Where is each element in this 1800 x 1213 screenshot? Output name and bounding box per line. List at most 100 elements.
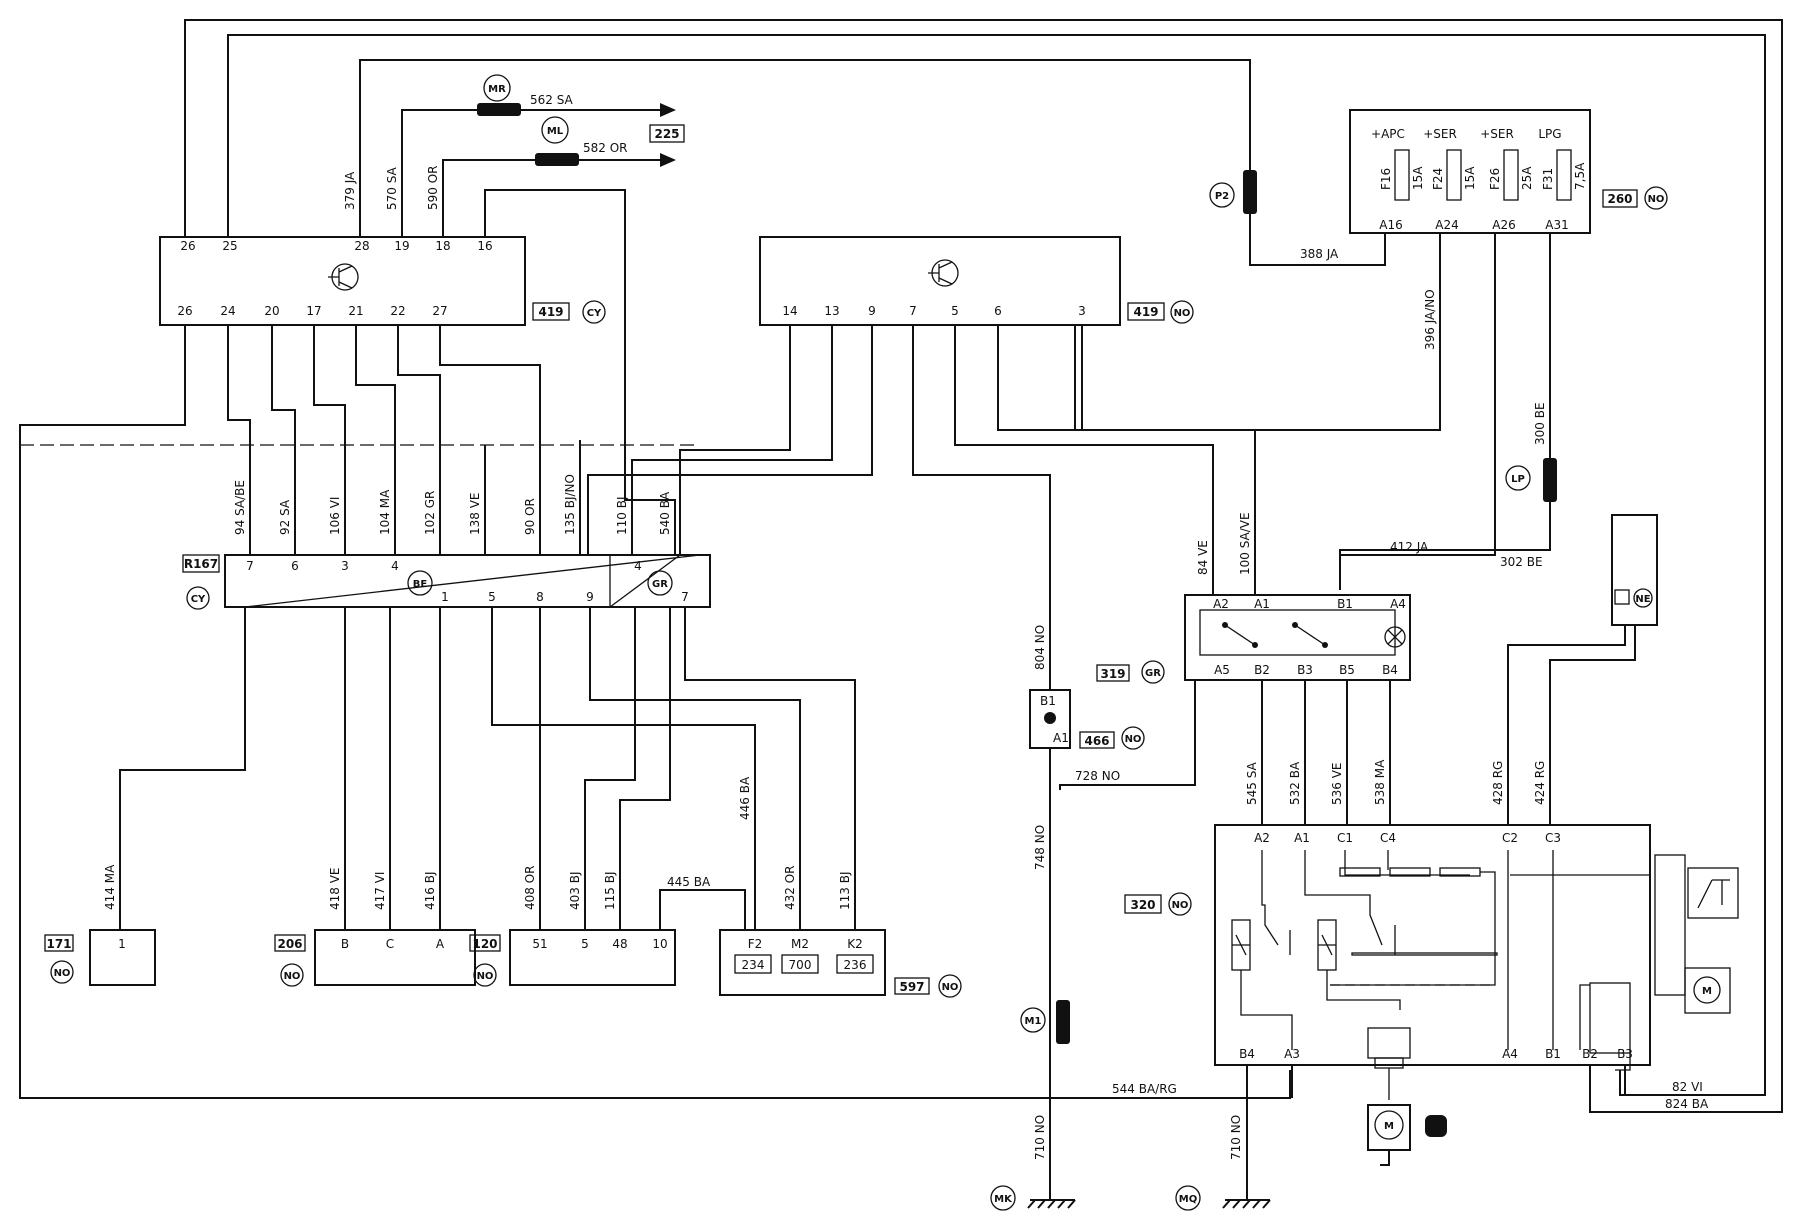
resistor-icon	[1339, 867, 1381, 877]
wire-27-90	[439, 325, 541, 555]
ecu-419-cy-ref: 419	[538, 305, 563, 319]
unit-597-pin: K2	[847, 937, 863, 951]
switch-icon	[1224, 624, 1326, 646]
mr-connector-2	[535, 153, 579, 166]
ecu-419-no: 14 13 9 7 5 6 3 419 NO	[759, 236, 1194, 326]
fuse-name: +SER	[1480, 127, 1514, 141]
wire-115	[619, 607, 671, 930]
module-320: A2 A1 C1 C4 C2 C3 B4 A3 A4 B1 B2 B3	[1124, 824, 1739, 1100]
ground-symbol	[1222, 1199, 1271, 1209]
unit-120-pin: 10	[652, 937, 667, 951]
arrow-icon	[660, 153, 676, 167]
r167-top-pin: 3	[341, 559, 349, 573]
ref-225: 225	[654, 127, 679, 141]
motor-icon	[1693, 976, 1721, 1004]
unit-120-pin: 48	[612, 937, 627, 951]
cy-top-pin: 28	[354, 239, 369, 253]
svg-text:M: M	[1384, 1121, 1394, 1132]
wire-label: 82 VI	[1672, 1080, 1703, 1094]
ground-symbol	[1027, 1199, 1076, 1209]
relay-319-box	[1184, 594, 1411, 681]
fuse-element	[1446, 149, 1462, 201]
connector-mq: MQ	[1179, 1194, 1197, 1205]
wire-label: 110 BJ	[615, 497, 629, 536]
fuse-id: F24	[1431, 168, 1445, 190]
wire-label: 445 BA	[667, 875, 711, 889]
wire-label: 416 BJ	[423, 872, 437, 911]
fuse-rating: 7,5A	[1573, 162, 1587, 190]
wire-label: 582 OR	[583, 141, 628, 155]
wire-728	[1059, 660, 1196, 790]
wire-26-left	[19, 325, 1291, 1099]
loop-25-wire	[227, 34, 1766, 1096]
diode-pin: B1	[1040, 694, 1056, 708]
wire-113	[684, 607, 856, 930]
wire-label: 804 NO	[1033, 625, 1047, 670]
r167-bottom-pin: 7	[681, 590, 689, 604]
wire-6-100	[997, 325, 1256, 595]
ecu-419-no-box	[759, 236, 1121, 326]
wire-label: 408 OR	[523, 865, 537, 910]
unit-120-box	[509, 929, 676, 986]
wire-396	[1074, 233, 1441, 431]
wire-label: 104 MA	[378, 489, 392, 535]
wire-5-route	[491, 607, 756, 930]
fuse-element	[1556, 149, 1572, 201]
fuse-pin: A31	[1545, 218, 1568, 232]
connector-lp: LP	[1511, 474, 1525, 485]
module-bottom-pin: B2	[1582, 1047, 1598, 1061]
wire-label: 403 BJ	[568, 872, 582, 911]
fuse-element	[1394, 149, 1410, 201]
module-top-pin: C4	[1380, 831, 1396, 845]
unit-597-sub: 234	[742, 958, 765, 972]
no-bottom-pin: 3	[1078, 304, 1086, 318]
wire-300	[1339, 233, 1551, 590]
diode-loc: NO	[1125, 734, 1142, 745]
wire-13	[631, 325, 833, 555]
arrow-icon	[660, 103, 676, 117]
no-bottom-pin: 13	[824, 304, 839, 318]
cy-bottom-pin: 22	[390, 304, 405, 318]
unit-171-ref: 171	[46, 937, 71, 951]
wire-428	[1507, 625, 1626, 825]
module-top-pin: A2	[1254, 831, 1270, 845]
relay-top-pin: A1	[1254, 597, 1270, 611]
wire-label: 90 OR	[523, 498, 537, 535]
relay-top-pin: A2	[1213, 597, 1229, 611]
no-bottom-pin: 9	[868, 304, 876, 318]
transistor-icon	[928, 259, 959, 287]
no-bottom-pin: 5	[951, 304, 959, 318]
ecu-419-cy-box	[159, 236, 526, 326]
module-bottom-pin: B4	[1239, 1047, 1255, 1061]
relay-bottom-pin: B2	[1254, 663, 1270, 677]
fuse-element	[1503, 149, 1519, 201]
module-bottom-pin: A3	[1284, 1047, 1300, 1061]
cy-bottom-pin: 20	[264, 304, 279, 318]
wire-label: 532 BA	[1288, 761, 1302, 805]
wire-412b	[1339, 554, 1495, 590]
unit-171-loc: NO	[54, 968, 71, 979]
wire-label: 545 SA	[1245, 761, 1259, 805]
p2-connector	[1243, 170, 1257, 214]
wire-label: 396 JA/NO	[1423, 289, 1437, 350]
no-bottom-pin: 6	[994, 304, 1002, 318]
wire-label: 102 GR	[423, 491, 437, 535]
ecu-419-no-ref: 419	[1133, 305, 1158, 319]
unit-597-sub: 236	[844, 958, 867, 972]
wire-388	[1249, 214, 1386, 266]
wire-label: 540 BA	[658, 491, 672, 535]
fuse-rating: 15A	[1411, 166, 1425, 190]
wire-20-92	[271, 325, 296, 555]
cy-bottom-pin: 17	[306, 304, 321, 318]
wire-22-102	[397, 325, 441, 555]
unit-206-box	[314, 929, 476, 986]
module-320-ref: 320	[1130, 898, 1155, 912]
wire-9-route	[589, 607, 801, 930]
wire-label: 538 MA	[1373, 759, 1387, 805]
lamp-icon	[1384, 626, 1406, 648]
sensor-ne-box	[1611, 514, 1658, 626]
connector-m1: M1	[1025, 1016, 1042, 1027]
r167-be: BE	[413, 579, 428, 590]
wire-label: 135 BJ/NO	[563, 474, 577, 535]
r167-top-pin: 4	[391, 559, 399, 573]
